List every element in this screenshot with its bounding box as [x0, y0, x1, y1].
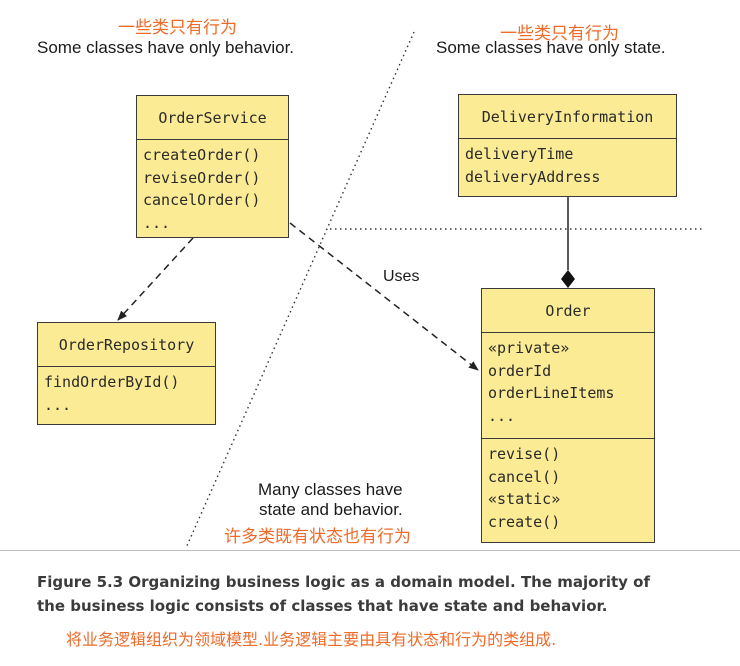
attributes-section: «private» orderId orderLineItems ... [482, 333, 654, 439]
region-divider-diagonal [185, 31, 415, 549]
class-order: Order «private» orderId orderLineItems .… [481, 288, 655, 543]
operation: ... [143, 213, 171, 232]
behavior-only-cn-label: 一些类只有行为 [118, 18, 237, 38]
attribute: orderLineItems [488, 384, 615, 402]
operation: cancelOrder() [143, 191, 261, 209]
operations-section: revise() cancel() «static» create() [482, 439, 654, 533]
class-order-service: OrderService createOrder() reviseOrder()… [136, 95, 289, 238]
dependency-service-to-repository [117, 237, 194, 321]
many-classes-en-label-1: Many classes have [258, 480, 403, 499]
dependency-service-uses-order [289, 222, 479, 371]
behavior-only-en-label: Some classes have only behavior. [37, 38, 295, 57]
operation: ... [44, 395, 72, 414]
uses-label: Uses [383, 268, 420, 285]
attribute: orderId [488, 361, 552, 380]
class-name: OrderService [137, 96, 288, 140]
many-classes-en-label-2: state and behavior. [259, 500, 403, 519]
operation: createOrder() [143, 146, 261, 164]
class-name: Order [482, 289, 654, 333]
many-classes-cn-label: 许多类既有状态也有行为 [224, 527, 411, 547]
operations-section: findOrderById() ... [38, 367, 215, 416]
operation: create() [488, 512, 561, 531]
attribute: «private» [488, 339, 570, 357]
state-only-en-label: Some classes have only state. [436, 38, 666, 57]
state-only-cn-label: 一些类只有行为 [500, 24, 619, 44]
caption-line-2: the business logic consists of classes t… [37, 597, 608, 615]
figure-caption: Figure 5.3 Organizing business logic as … [37, 570, 650, 618]
operation: revise() [488, 445, 561, 463]
caption-line-1: Figure 5.3 Organizing business logic as … [37, 573, 650, 591]
operation: «static» [488, 490, 561, 508]
class-name: DeliveryInformation [459, 95, 676, 139]
attribute: ... [488, 406, 516, 425]
attribute: deliveryTime [465, 145, 574, 163]
class-delivery-information: DeliveryInformation deliveryTime deliver… [458, 94, 677, 197]
attribute: deliveryAddress [465, 167, 601, 186]
operation: reviseOrder() [143, 168, 261, 187]
caption-divider [0, 550, 740, 551]
operation: findOrderById() [44, 373, 180, 391]
class-name: OrderRepository [38, 323, 215, 367]
figure-caption-cn: 将业务逻辑组织为领域模型.业务逻辑主要由具有状态和行为的类组成. [66, 630, 557, 649]
operations-section: createOrder() reviseOrder() cancelOrder(… [137, 140, 288, 234]
class-order-repository: OrderRepository findOrderById() ... [37, 322, 216, 425]
composition-diamond-icon [561, 270, 575, 288]
attributes-section: deliveryTime deliveryAddress [459, 139, 676, 188]
operation: cancel() [488, 467, 561, 486]
